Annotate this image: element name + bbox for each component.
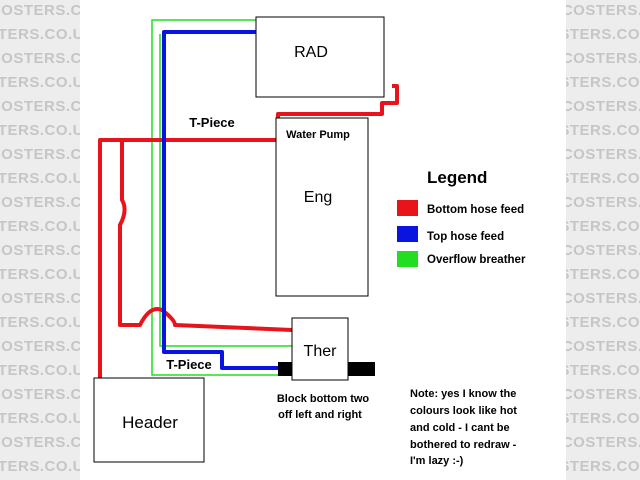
note-line-2: colours look like hot: [410, 405, 517, 417]
watermark-text: LOCOSTERS.CO.UK: [566, 458, 640, 475]
watermark-text: LOCOSTERS.CO.UK: [566, 122, 640, 139]
watermark-text: LOCOSTERS.CO.UK: [0, 362, 80, 379]
watermark-text: LOCOSTERS.CO.UK: [0, 266, 80, 283]
legend-label-bottom-hose: Bottom hose feed: [427, 204, 524, 216]
watermark-text: LOCOSTERS.CO.UK: [566, 146, 640, 163]
watermark-text: LOCOSTERS.CO.UK: [566, 410, 640, 427]
watermark-text: LOCOSTERS.CO.UK: [566, 194, 640, 211]
watermark-text: LOCOSTERS.CO.UK: [566, 2, 640, 19]
watermark-text: LOCOSTERS.CO.UK: [0, 50, 80, 67]
legend-title: Legend: [427, 168, 487, 187]
bottom-hose-upper-run: [98, 84, 399, 380]
watermark-text: LOCOSTERS.CO.UK: [566, 170, 640, 187]
watermark-text: LOCOSTERS.CO.UK: [566, 434, 640, 451]
watermark-text: LOCOSTERS.CO.UK: [566, 242, 640, 259]
watermark-text: LOCOSTERS.CO.UK: [0, 314, 80, 331]
note-line-5: I'm lazy :-): [410, 455, 464, 467]
block-note-line2: off left and right: [278, 409, 362, 421]
watermark-text: LOCOSTERS.CO.UK: [566, 266, 640, 283]
watermark-text: LOCOSTERS.CO.UK: [566, 290, 640, 307]
watermark-text: LOCOSTERS.CO.UK: [0, 290, 80, 307]
watermark-text: LOCOSTERS.CO.UK: [566, 314, 640, 331]
bottom-hose-lower-run: [118, 140, 293, 332]
watermark-text: LOCOSTERS.CO.UK: [566, 338, 640, 355]
t-piece-upper-label: T-Piece: [189, 115, 235, 130]
note-line-4: bothered to redraw -: [410, 439, 517, 451]
watermark-text: LOCOSTERS.CO.UK: [0, 458, 80, 475]
engine-box: [275, 117, 369, 297]
watermark-text: LOCOSTERS.CO.UK: [0, 98, 80, 115]
watermark-text: LOCOSTERS.CO.UK: [0, 242, 80, 259]
watermark-text: LOCOSTERS.CO.UK: [0, 170, 80, 187]
overflow-breather-hose: [151, 19, 296, 376]
top-hose-feed: [162, 30, 296, 370]
water-pump-label: Water Pump: [286, 129, 350, 141]
engine-label: Eng: [304, 189, 332, 206]
watermark-text: LOCOSTERS.CO.UK: [566, 50, 640, 67]
note-line-1: Note: yes I know the: [410, 388, 516, 400]
watermark-text: LOCOSTERS.CO.UK: [0, 434, 80, 451]
legend-swatch-top-hose: [397, 226, 418, 242]
watermark-text: LOCOSTERS.CO.UK: [566, 362, 640, 379]
legend-swatch-overflow: [397, 251, 418, 267]
watermark-text: LOCOSTERS.CO.UK: [0, 338, 80, 355]
watermark-text: LOCOSTERS.CO.UK: [566, 98, 640, 115]
watermark-text: LOCOSTERS.CO.UK: [0, 386, 80, 403]
watermark-text: LOCOSTERS.CO.UK: [0, 218, 80, 235]
note-line-3: and cold - I cant be: [410, 422, 510, 434]
watermark-text: LOCOSTERS.CO.UK: [0, 410, 80, 427]
block-note-line1: Block bottom two: [277, 393, 370, 405]
legend-swatch-bottom-hose: [397, 200, 418, 216]
watermark-text: LOCOSTERS.CO.UK: [0, 122, 80, 139]
t-piece-lower-label: T-Piece: [166, 357, 212, 372]
header-tank-box: [93, 377, 205, 463]
watermark-text: LOCOSTERS.CO.UK: [0, 146, 80, 163]
watermark-text: LOCOSTERS.CO.UK: [0, 194, 80, 211]
header-tank-label: Header: [122, 413, 178, 432]
watermark-text: LOCOSTERS.CO.UK: [566, 74, 640, 91]
watermark-text: LOCOSTERS.CO.UK: [0, 26, 80, 43]
watermark-text: LOCOSTERS.CO.UK: [0, 74, 80, 91]
radiator-box: [255, 16, 385, 98]
legend-label-top-hose: Top hose feed: [427, 231, 504, 243]
thermostat-box: [291, 317, 349, 381]
legend-label-overflow: Overflow breather: [427, 254, 526, 266]
watermark-text: LOCOSTERS.CO.UK: [566, 218, 640, 235]
watermark-text: LOCOSTERS.CO.UK: [566, 386, 640, 403]
watermark-band-right: LOCOSTERS.CO.UK LOCOSTERS.CO.UK LOCOSTERS.…: [566, 0, 640, 480]
watermark-band-left: LOCOSTERS.CO.UK LOCOSTERS.CO.UK LOCOSTERS.…: [0, 0, 80, 480]
watermark-text: LOCOSTERS.CO.UK: [0, 2, 80, 19]
watermark-text: LOCOSTERS.CO.UK: [566, 26, 640, 43]
radiator-label: RAD: [294, 44, 328, 61]
thermostat-label: Ther: [304, 343, 338, 360]
